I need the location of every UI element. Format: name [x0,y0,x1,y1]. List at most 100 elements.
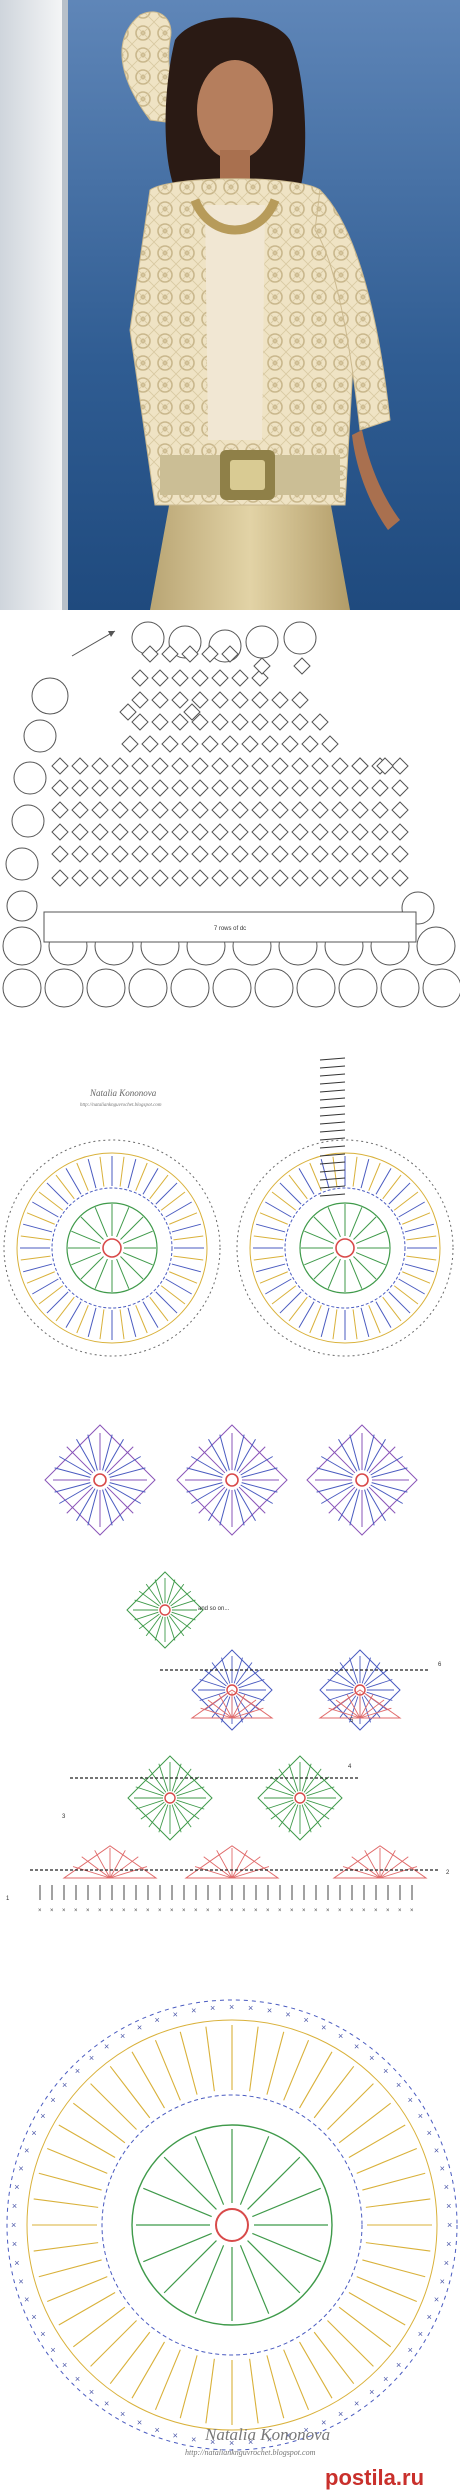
green-inner-spoke [239,2136,270,2205]
stitch-spoke [160,1285,186,1305]
green-spoke [71,1230,102,1244]
yellow-spoke [338,2102,392,2144]
sc-stitch: × [434,2145,439,2155]
sc-stitch: × [154,2015,159,2025]
round-motif [3,1139,221,1357]
chain-stitch [319,1145,346,1149]
motif-diamond [291,801,309,819]
square-center [225,1473,239,1487]
motif-circle [416,926,456,966]
motif-diamond [211,757,229,775]
yellow-spoke [313,2331,355,2385]
motif-circle [31,677,69,715]
sc-stitch: × [383,2066,388,2076]
motif-diamond [191,669,209,687]
green-spoke [304,1252,335,1266]
blue-ring [51,1187,173,1309]
yellow-spoke [72,2306,126,2348]
motif-chart: Natalia Kononova http://natalianknguvroc… [0,1040,460,1570]
motif-diamond [311,779,329,797]
yellow-spoke [33,2242,99,2252]
motif-circle [212,968,252,1008]
green-spoke [349,1258,363,1289]
motif-diamond [51,845,69,863]
square-spoke [368,1486,396,1514]
stitch-spoke [398,1278,425,1295]
sc-stitch: × [444,2258,449,2268]
motif-diamond [91,757,109,775]
half-spoke [207,1699,233,1719]
motif-circle [170,968,210,1008]
half-spoke [351,1856,381,1879]
stitch-spoke [298,1168,315,1195]
stitch-spoke [20,1255,51,1261]
green-inner-spoke [163,2156,217,2210]
motif-circle [245,625,279,659]
sc-stitch: × [14,2258,19,2268]
square-center [93,1473,107,1487]
assembly-spoke [233,1657,243,1684]
base-mark: × [50,1908,54,1914]
green-spoke [94,1258,108,1289]
half-spoke [218,1694,233,1719]
motif-diamond [251,779,269,797]
motif-diamond [131,801,149,819]
assembly-spoke [366,1691,393,1701]
sc-stitch: × [383,2374,388,2384]
stitch-spoke [265,1201,292,1218]
yellow-spoke [327,2320,374,2367]
motif-diamond [161,645,179,663]
yellow-spoke [356,2147,417,2174]
motif-diamond [331,869,349,887]
motif-diamond [251,757,269,775]
assembly-spoke [148,1803,167,1828]
sc-stitch: × [75,2374,80,2384]
motif-diamond [151,713,169,731]
assembly-spoke [173,1768,192,1793]
assembly-spoke [173,1803,192,1828]
assembly-spoke [168,1583,185,1605]
stitch-spoke [155,1182,178,1205]
square-spoke [240,1456,273,1476]
assembly-spoke [339,1695,357,1718]
motif-diamond [91,845,109,863]
square-spoke [54,1467,91,1478]
row-number-1: 1 [6,1896,10,1902]
sc-stitch: × [321,2418,326,2428]
motif-diamond [71,823,89,841]
motif-diamond [91,823,109,841]
assembly-spoke [270,1776,295,1795]
motif-diamond [51,779,69,797]
motif-diamond [131,779,149,797]
square-spoke [198,1446,226,1474]
base-mark: × [302,1908,306,1914]
sc-stitch: × [75,2066,80,2076]
stitch-spoke [404,1223,434,1233]
motif-diamond [251,691,269,709]
assembly-square [257,1755,343,1841]
motif-diamond [351,869,369,887]
postila-watermark: postila.ru [325,2465,424,2490]
motif-circle [23,719,57,753]
stitch-spoke [169,1212,198,1225]
square-spoke [106,1446,134,1474]
green-spoke [120,1256,144,1280]
square-spoke [368,1446,396,1474]
motif-diamond [131,691,149,709]
yellow-spoke [38,2172,102,2191]
sc-stitch: × [210,2003,215,2013]
motif-diamond [111,757,129,775]
motif-circle [422,968,460,1008]
motif-diamond [171,823,189,841]
motif-circle [13,761,47,795]
motif-diamond [371,845,389,863]
half-spoke [109,1850,126,1879]
motif-diamond [211,823,229,841]
half-spoke [328,1707,361,1719]
motif-diamond [391,757,409,775]
motif-diamond [131,869,149,887]
sc-stitch: × [173,2431,178,2441]
stitch-spoke [388,1182,411,1205]
motif-diamond [371,869,389,887]
assembly-spoke [363,1662,381,1685]
